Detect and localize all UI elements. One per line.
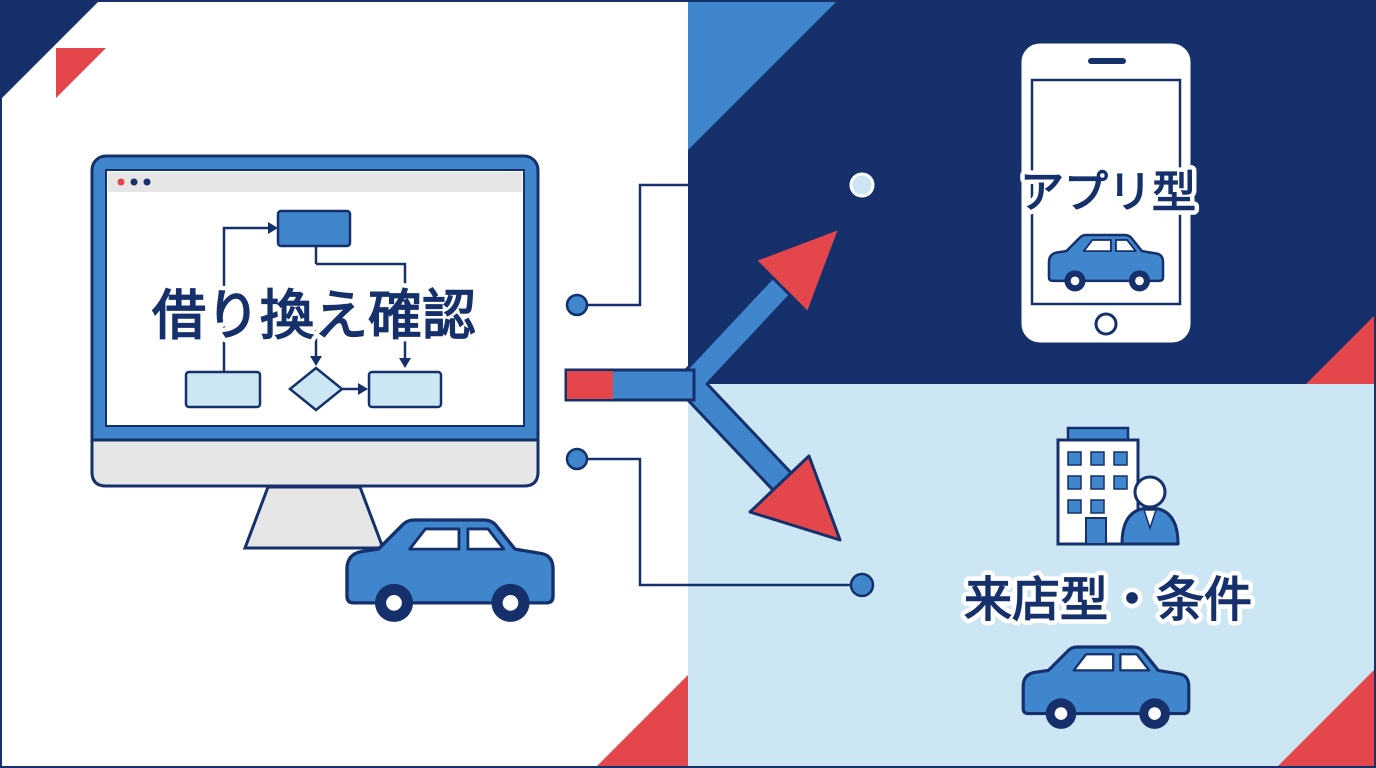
corner-triangle-top-middle: [688, 0, 838, 150]
monitor-title: 借り換え確認: [151, 284, 476, 347]
car-hub-rear-store: [1148, 707, 1161, 720]
corner-triangle-right-middle: [1306, 314, 1376, 384]
flow-arrowhead-right: [399, 358, 411, 368]
flowchart-icon: [184, 209, 443, 412]
arrow-stem-red-end: [567, 371, 613, 399]
car-hub-front: [386, 595, 402, 611]
arrowhead-up: [753, 226, 842, 315]
connector-node-top-start: [565, 293, 589, 317]
building-window: [1067, 499, 1082, 514]
car-hub-rear: [502, 595, 519, 611]
browser-dot-navy: [130, 178, 138, 186]
app-option-title: アプリ型: [1020, 167, 1196, 218]
arrowhead-down: [748, 454, 842, 542]
car-window-rear-app: [1114, 239, 1137, 253]
arrow-down-shaft: [679, 373, 803, 503]
flow-arrowhead-box: [358, 383, 368, 395]
building-window: [1113, 475, 1128, 490]
phone-speaker: [1088, 58, 1126, 64]
flow-arrowhead-top: [268, 222, 278, 234]
person-head: [1133, 475, 1167, 509]
connector-node-bottom-end: [849, 572, 875, 598]
car-hub-rear-app: [1135, 276, 1144, 286]
flow-diamond: [288, 366, 344, 412]
car-icon-app: [1047, 233, 1165, 292]
car-body-left: [345, 518, 555, 605]
building-roof: [1066, 426, 1130, 442]
arrow-up-shaft: [679, 264, 803, 395]
branch-arrow: [564, 226, 842, 542]
connector-line-top: [587, 183, 850, 307]
building-window: [1113, 451, 1128, 466]
phone-home-button: [1094, 312, 1118, 336]
browser-titlebar: [108, 172, 522, 192]
monitor-stand: [242, 485, 386, 550]
building-window: [1090, 451, 1105, 466]
car-body-store: [1021, 645, 1191, 716]
corner-triangle-top-left: [0, 0, 100, 100]
browser-dot-navy-2: [143, 178, 151, 186]
connector-line-bottom: [587, 457, 850, 587]
connector-node-top-end: [849, 172, 875, 198]
flow-line-left: [222, 226, 268, 372]
flow-box-bottom-left: [184, 370, 262, 409]
flow-line-branch: [316, 262, 407, 290]
connector-top: [565, 172, 875, 317]
connector-node-bottom-start: [565, 447, 589, 471]
building-door: [1085, 517, 1107, 545]
car-hub-front-app: [1070, 276, 1080, 286]
car-body-app: [1047, 233, 1165, 283]
car-window-front-app: [1082, 239, 1112, 253]
car-hub-front-store: [1054, 707, 1068, 720]
corner-triangle-bottom-middle: [595, 675, 688, 768]
flow-box-top: [276, 209, 352, 248]
browser-dot-red: [117, 178, 125, 186]
car-window-rear-store: [1119, 653, 1151, 672]
corner-triangle-bottom-right: [1276, 668, 1376, 768]
building-window: [1090, 475, 1105, 490]
building-window: [1090, 499, 1105, 514]
corner-accent-top-left: [56, 48, 106, 98]
car-icon: [345, 518, 555, 622]
staff-person-icon: [1120, 475, 1180, 546]
building-window: [1067, 475, 1082, 490]
car-window-rear: [466, 527, 506, 551]
flow-box-bottom-right: [367, 370, 443, 409]
car-window-front-store: [1072, 653, 1115, 672]
person-collar: [1142, 509, 1158, 531]
car-icon-store: [1021, 645, 1191, 729]
store-option-title: 来店型・条件: [964, 572, 1252, 628]
monitor-chin: [90, 438, 540, 488]
car-window-front: [408, 527, 461, 551]
flow-arrowhead-diamond: [310, 356, 322, 366]
building-window: [1067, 451, 1082, 466]
connector-bottom: [565, 447, 875, 598]
